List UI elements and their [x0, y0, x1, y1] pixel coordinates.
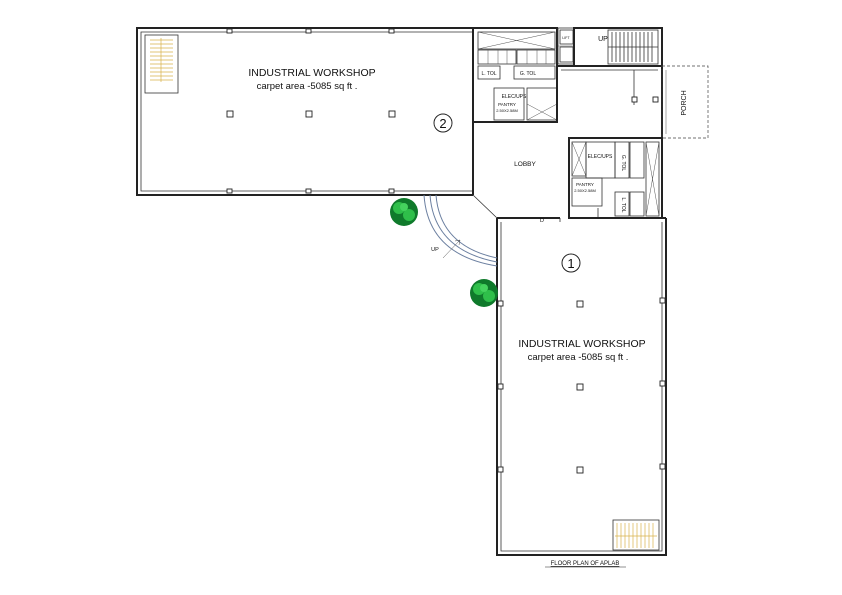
- lift-top-label: LIFT: [562, 36, 570, 40]
- lobby-walls: [472, 65, 663, 222]
- lobby-label: LOBBY: [514, 161, 536, 168]
- workshop-2-title: INDUSTRIAL WORKSHOP: [248, 67, 375, 79]
- workshop-1-title: INDUSTRIAL WORKSHOP: [518, 338, 645, 350]
- workshop-1-stair: [615, 523, 657, 548]
- tree-2: [470, 279, 498, 307]
- plan-caption: FLOOR PLAN OF APLAB: [551, 561, 620, 567]
- workshop-2-number-circle: [433, 113, 453, 133]
- stair-up-label: UP: [598, 36, 608, 43]
- porch: [661, 65, 709, 139]
- workshop-2-columns: [226, 28, 396, 194]
- main-staircase: [573, 27, 663, 67]
- l-toilet-bottom-label: L. TOL: [620, 197, 626, 212]
- porch-label: PORCH: [681, 90, 688, 115]
- workshop-2-number: 2: [439, 116, 446, 131]
- workshop-2-walls: [136, 27, 474, 196]
- g-toilet-bottom-label: G. TOL: [620, 155, 626, 171]
- pantry-bottom-size: 2.50X2.58M: [574, 188, 596, 193]
- elec-ups-bottom-label: ELEC/UPS: [588, 154, 613, 160]
- entrance-ramp: [423, 194, 498, 267]
- ramp-up-label: UP: [431, 247, 439, 253]
- tree-1: [390, 198, 418, 226]
- elec-ups-top-label: ELEC/UPS: [502, 94, 527, 100]
- l-toilet-top-label: L. TOL: [481, 71, 496, 77]
- pantry-top-label: PANTRY: [498, 102, 516, 107]
- workshop-1-columns: [497, 297, 666, 474]
- door-label-lobby: D: [540, 218, 544, 224]
- pantry-bottom-label: PANTRY: [576, 182, 594, 187]
- workshop-1-number: 1: [567, 256, 574, 271]
- workshop-1-number-circle: [561, 253, 581, 273]
- workshop-2-area: carpet area -5085 sq ft .: [257, 81, 358, 92]
- service-core-bottom: [568, 137, 663, 219]
- workshop-1-area: carpet area -5085 sq ft .: [528, 352, 629, 363]
- g-toilet-top-label: G. TOL: [520, 71, 536, 77]
- pantry-top-size: 2.50X2.58M: [496, 108, 518, 113]
- workshop-2-stair: [150, 38, 173, 82]
